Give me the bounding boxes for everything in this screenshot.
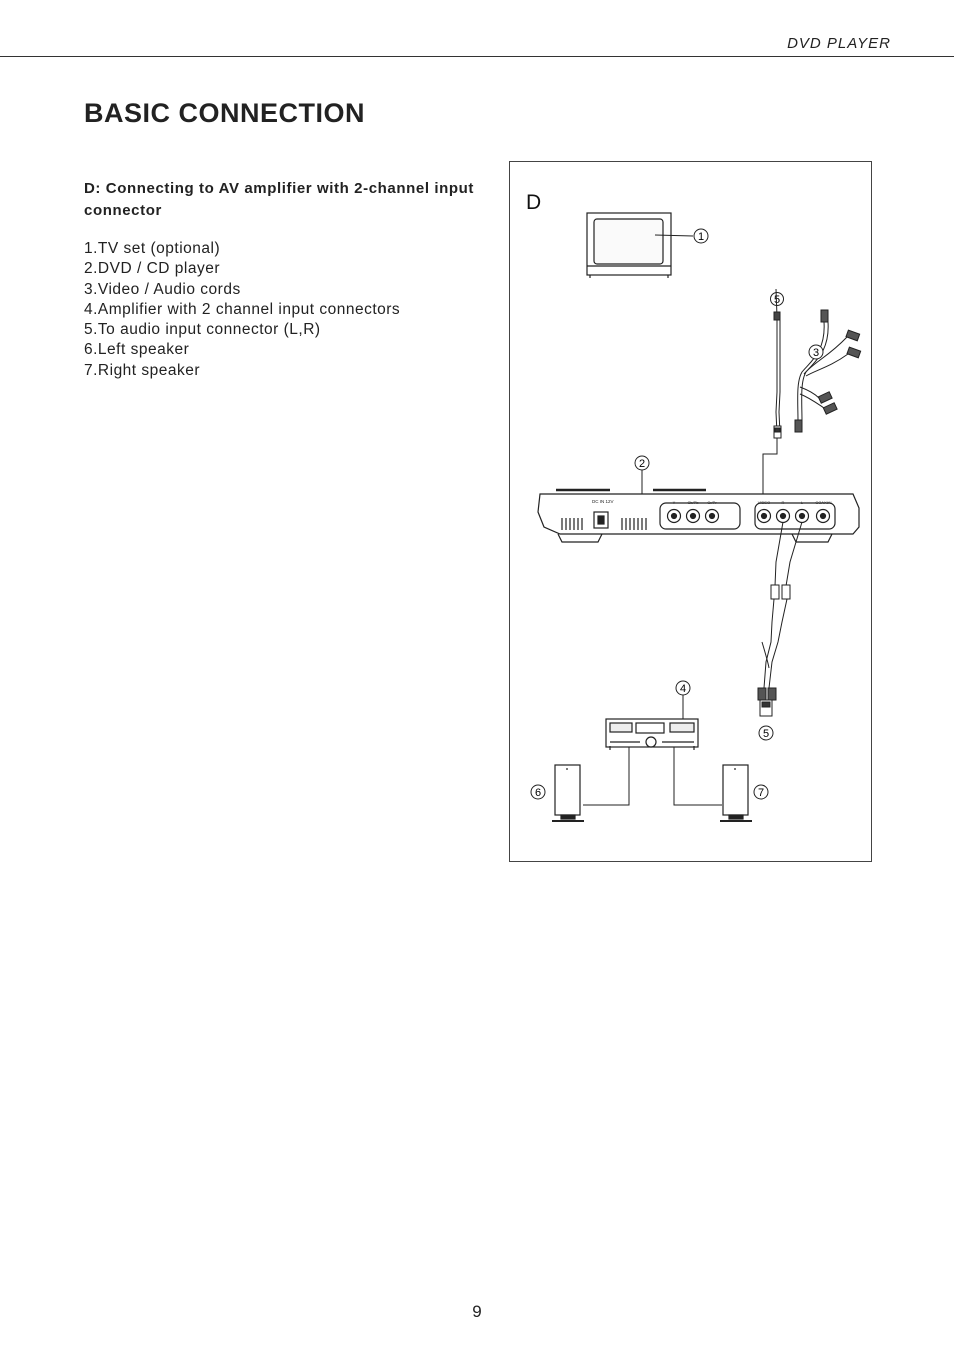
connection-diagram-svg: D 1 5 bbox=[526, 191, 862, 822]
speaker-wires bbox=[583, 747, 722, 806]
page-number: 9 bbox=[472, 1302, 482, 1321]
callout-5-lower: 5 bbox=[758, 725, 774, 741]
jack-label-r: R bbox=[782, 500, 785, 505]
av-cords-illustration bbox=[794, 309, 862, 433]
av-output-jacks bbox=[756, 508, 831, 524]
left-speaker-illustration bbox=[552, 764, 584, 822]
jack-label-video: VIDEO bbox=[758, 500, 770, 505]
legend-item-right-speaker: 7.Right speaker bbox=[84, 361, 201, 379]
svg-text:3: 3 bbox=[813, 347, 819, 359]
callout-1: 1 bbox=[693, 228, 709, 244]
callout-5-upper: 5 bbox=[770, 292, 784, 306]
callout-3: 3 bbox=[808, 344, 824, 360]
amplifier-illustration bbox=[605, 718, 699, 750]
callout-6: 6 bbox=[530, 784, 546, 800]
right-speaker-illustration bbox=[720, 764, 752, 822]
header-label: DVD PLAYER bbox=[787, 35, 891, 52]
callout-leader-1 bbox=[654, 234, 694, 237]
page-title: BASIC CONNECTION bbox=[84, 98, 366, 128]
svg-text:1: 1 bbox=[698, 231, 704, 243]
legend-item-tv: 1.TV set (optional) bbox=[84, 240, 221, 257]
figure-letter: D bbox=[526, 191, 541, 214]
legend-item-audio-input: 5.To audio input connector (L,R) bbox=[84, 321, 321, 339]
tv-set-illustration bbox=[586, 212, 672, 278]
jack-label-cr: Cr/Pr bbox=[707, 500, 717, 505]
dc-in-label: DC IN 12V bbox=[592, 499, 614, 504]
legend-item-left-speaker: 6.Left speaker bbox=[84, 341, 190, 359]
header-divider bbox=[0, 56, 954, 57]
jack-label-cb: Cb/Pb bbox=[687, 500, 699, 505]
dvd-vent-slots bbox=[561, 518, 647, 530]
legend-item-amplifier: 4.Amplifier with 2 channel input connect… bbox=[84, 300, 401, 318]
jack-label-coaxial: COAXIAL bbox=[815, 500, 833, 505]
audio-cable-upper bbox=[762, 288, 782, 510]
svg-text:4: 4 bbox=[680, 683, 686, 695]
legend-item-cords: 3.Video / Audio cords bbox=[84, 280, 241, 298]
svg-text:5: 5 bbox=[774, 294, 780, 306]
callout-2: 2 bbox=[634, 455, 650, 471]
svg-text:7: 7 bbox=[758, 787, 764, 799]
callout-7: 7 bbox=[753, 784, 769, 800]
legend-list: 1.TV set (optional) 2.DVD / CD player 3.… bbox=[84, 239, 400, 381]
section-heading: D: Connecting to AV amplifier with 2-cha… bbox=[84, 180, 474, 219]
callout-4: 4 bbox=[675, 680, 691, 696]
jack-label-y: Y bbox=[673, 500, 676, 505]
audio-cable-lower bbox=[757, 521, 803, 717]
jack-label-l: L bbox=[801, 500, 804, 505]
svg-text:6: 6 bbox=[535, 787, 541, 799]
svg-text:5: 5 bbox=[763, 728, 769, 740]
svg-text:2: 2 bbox=[639, 458, 645, 470]
legend-item-dvd: 2.DVD / CD player bbox=[84, 260, 220, 278]
component-video-jacks bbox=[666, 508, 720, 524]
connection-diagram: D 1 5 bbox=[509, 161, 872, 862]
